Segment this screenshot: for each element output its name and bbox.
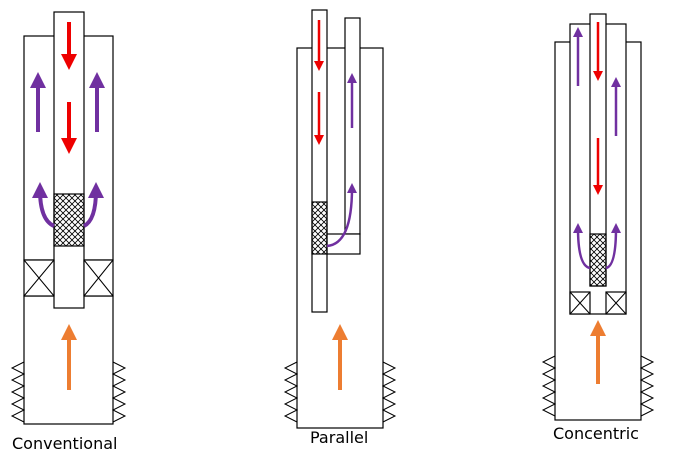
parallel-perforations-right [381, 361, 397, 423]
concentric-perforations-right [639, 355, 655, 417]
parallel-perforations-left [283, 361, 299, 423]
conventional-purple-curve-right [82, 182, 104, 228]
concentric-perforations-left [541, 355, 557, 417]
parallel-diagram [283, 9, 397, 429]
concentric-pump-intake [589, 233, 607, 287]
conventional-label: Conventional [12, 434, 118, 453]
conventional-purple-curve-left [32, 182, 55, 228]
concentric-purple-curve-right [605, 223, 621, 270]
concentric-label: Concentric [553, 424, 639, 443]
conventional-pump-intake [53, 193, 85, 247]
concentric-purple-curve-left [573, 223, 591, 270]
concentric-diagram [541, 13, 655, 421]
conventional-packer-left [23, 259, 55, 297]
parallel-purple-curve [326, 183, 357, 248]
conventional-perforations-right [111, 361, 127, 423]
conventional-perforations-left [10, 361, 26, 423]
parallel-label: Parallel [310, 428, 369, 447]
conventional-diagram [10, 11, 127, 425]
concentric-packer-right [605, 291, 627, 315]
concentric-packer-left [569, 291, 591, 315]
parallel-pump-intake [311, 201, 328, 255]
conventional-packer-right [83, 259, 114, 297]
